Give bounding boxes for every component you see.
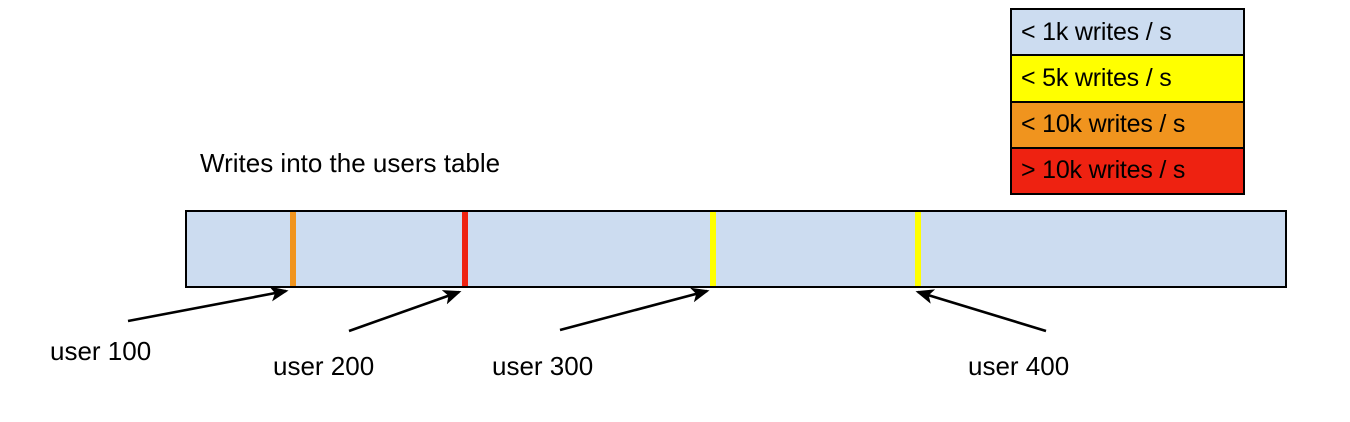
arrow-user-400: [915, 289, 1047, 333]
annotation-label-user-100: user 100: [50, 336, 152, 366]
users-table-bar: [185, 210, 1287, 288]
legend-row-3: > 10k writes / s: [1012, 148, 1243, 193]
legend: < 1k writes / s < 5k writes / s < 10k wr…: [1010, 8, 1245, 195]
legend-row-1: < 5k writes / s: [1012, 56, 1243, 103]
bar-stripe-user-400: [915, 212, 921, 286]
legend-label-0: < 1k writes / s: [1021, 17, 1172, 46]
annotation-label-user-400: user 400: [968, 351, 1070, 381]
annotation-label-user-200: user 200: [273, 351, 375, 381]
chart-title: Writes into the users table: [200, 148, 501, 178]
annotation-label-user-300: user 300: [492, 351, 594, 381]
bar-stripe-user-200: [462, 212, 468, 286]
legend-label-3: > 10k writes / s: [1021, 156, 1186, 185]
arrow-user-100: [127, 286, 289, 323]
bar-stripe-user-300: [710, 212, 716, 286]
bar-background: [185, 210, 1287, 288]
legend-label-2: < 10k writes / s: [1021, 110, 1186, 139]
bar-stripe-user-100: [290, 212, 296, 286]
legend-row-2: < 10k writes / s: [1012, 102, 1243, 149]
legend-row-0: < 1k writes / s: [1012, 10, 1243, 57]
arrow-user-300: [559, 287, 710, 332]
legend-label-1: < 5k writes / s: [1021, 63, 1172, 92]
arrow-user-200: [348, 290, 462, 333]
